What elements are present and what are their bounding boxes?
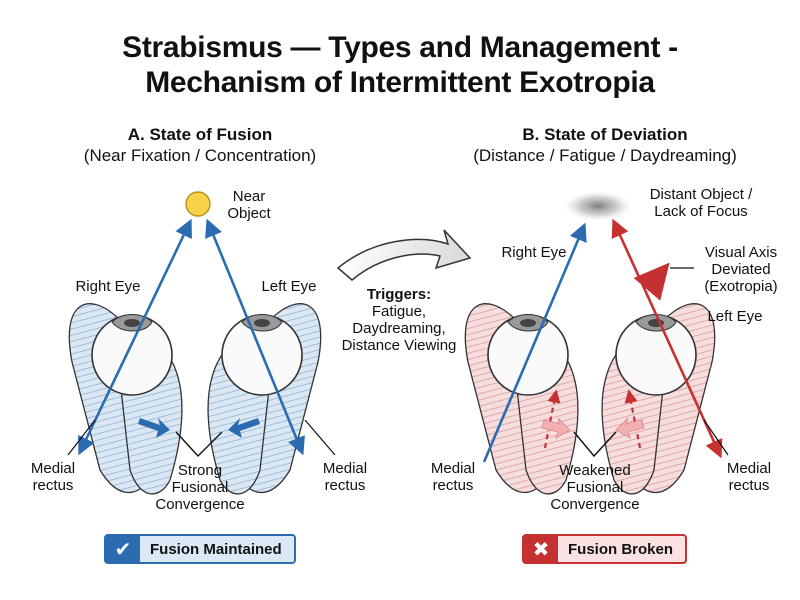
convergence-label-a: Strong Fusional Convergence (155, 462, 245, 513)
panel-a-graphics (67, 191, 336, 495)
title-line-1: Strabismus — Types and Management - (122, 31, 678, 64)
medial-rectus-leader-right-a (304, 419, 336, 456)
panel-b-title: B. State of Deviation (Distance / Fatigu… (455, 124, 755, 166)
right-eye-label-a: Right Eye (75, 278, 141, 295)
distant-object-label: Distant Object / Lack of Focus (649, 186, 753, 220)
deviation-indicator-arrow (633, 262, 670, 301)
panel-b-subheading: (Distance / Fatigue / Daydreaming) (473, 146, 737, 165)
medial-rectus-label-right-a: Medial rectus (322, 460, 368, 494)
deviation-label: Visual Axis Deviated (Exotropia) (704, 244, 778, 295)
title-line-2: Mechanism of Intermittent Exotropia (145, 66, 655, 99)
checkmark-icon: ✔ (106, 534, 140, 564)
fusion-maintained-badge: ✔ Fusion Maintained (104, 534, 296, 564)
triggers-label: Triggers: Fatigue, Daydreaming, Distance… (341, 286, 457, 354)
left-eye-label-a: Left Eye (261, 278, 317, 295)
near-object-icon (185, 191, 211, 217)
convergence-arrow-right (228, 418, 260, 438)
fusion-broken-badge: ✖ Fusion Broken (522, 534, 688, 564)
convergence-label-b: Weakened Fusional Convergence (550, 462, 640, 513)
panel-b-graphics (464, 191, 729, 495)
convergence-arrow-left (138, 418, 170, 438)
panel-a-subheading: (Near Fixation / Concentration) (83, 146, 317, 165)
medial-rectus-label-right-b: Medial rectus (726, 460, 772, 494)
fusion-broken-text: Fusion Broken (568, 540, 674, 558)
distant-object-blur (564, 191, 632, 221)
right-eye-label-b: Right Eye (501, 244, 567, 261)
visual-axis-left-eye-a (205, 218, 305, 456)
visual-axis-right-eye-a (78, 218, 192, 456)
left-eye-label-b: Left Eye (707, 308, 763, 325)
weakened-force-left (541, 417, 571, 439)
convergence-callout-a (175, 431, 223, 458)
visual-axis-right-eye-b (482, 222, 587, 463)
panel-a-heading: A. State of Fusion (127, 125, 273, 144)
panel-b-heading: B. State of Deviation (522, 125, 688, 144)
fusion-maintained-text: Fusion Maintained (150, 540, 282, 558)
weakened-force-right (615, 417, 645, 439)
medial-rectus-label-left-a: Medial rectus (30, 460, 76, 494)
weakened-arrow-left-up (543, 389, 561, 449)
convergence-callout-b (573, 431, 617, 458)
visual-axis-left-eye-b (611, 218, 723, 459)
transition-arrow (336, 229, 472, 281)
weakened-arrow-right-up (624, 389, 642, 449)
medial-rectus-leader-left-a (67, 419, 96, 456)
close-icon: ✖ (524, 534, 558, 564)
medial-rectus-leader-right-b (703, 419, 729, 456)
medial-rectus-label-left-b: Medial rectus (430, 460, 476, 494)
page-title: Strabismus — Types and Management - Mech… (0, 30, 800, 100)
near-object-label: Near Object (227, 188, 271, 222)
panel-a-title: A. State of Fusion (Near Fixation / Conc… (60, 124, 340, 166)
